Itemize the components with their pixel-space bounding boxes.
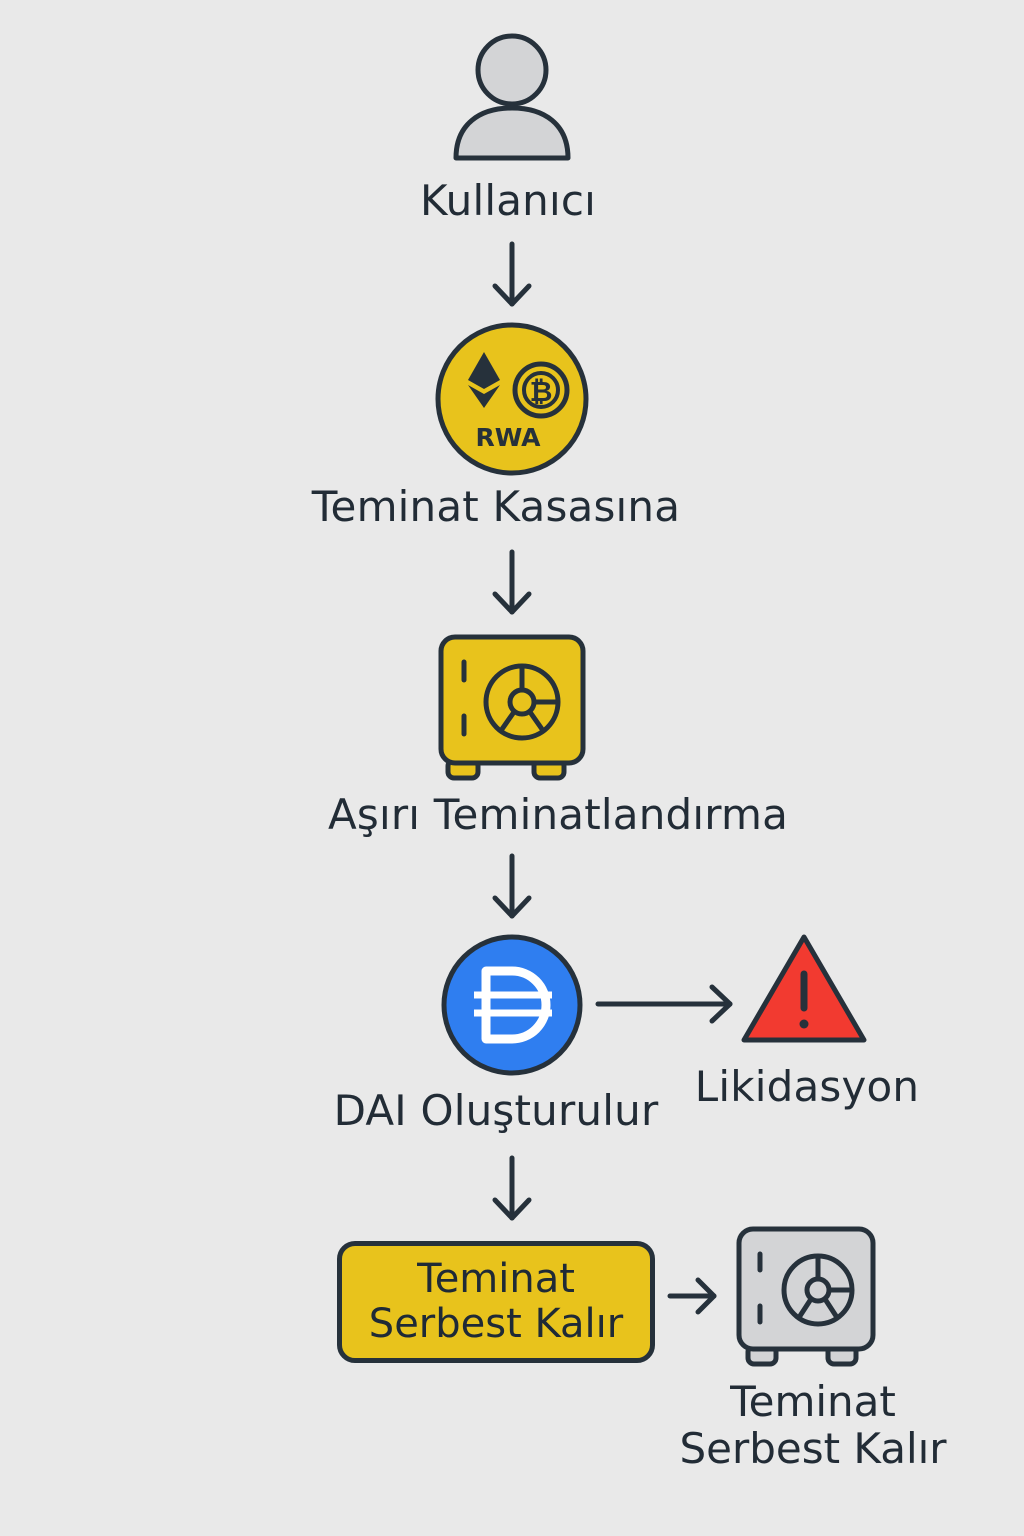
crypto-coins-icon: ₿ RWA bbox=[435, 322, 589, 476]
dai-label: DAI Oluşturulur bbox=[333, 1086, 659, 1135]
arrow-right-icon bbox=[595, 984, 733, 1024]
vault-icon bbox=[438, 634, 586, 781]
svg-text:₿: ₿ bbox=[530, 375, 553, 408]
warning-icon bbox=[741, 934, 867, 1043]
arrow-right-icon bbox=[667, 1277, 717, 1315]
rwa-badge: RWA bbox=[475, 423, 541, 452]
released-vault-line2: Serbest Kalır bbox=[679, 1424, 947, 1474]
collateral-label: Teminat Kasasına bbox=[311, 482, 681, 531]
release-box-line1: Teminat bbox=[417, 1256, 575, 1303]
arrow-down-icon bbox=[492, 853, 532, 919]
released-vault-line1: Teminat bbox=[730, 1377, 896, 1426]
liquidation-label: Likidasyon bbox=[694, 1062, 920, 1111]
release-box-line2: Serbest Kalır bbox=[368, 1301, 624, 1347]
released-vault-label: Teminat Serbest Kalır bbox=[679, 1378, 946, 1472]
user-icon bbox=[453, 33, 571, 161]
collateral-released-box: Teminat Serbest Kalır bbox=[337, 1241, 655, 1363]
dai-icon bbox=[441, 934, 583, 1076]
arrow-down-icon bbox=[492, 241, 532, 307]
arrow-down-icon bbox=[492, 549, 532, 615]
vault-icon bbox=[736, 1226, 876, 1367]
arrow-down-icon bbox=[492, 1155, 532, 1221]
overcollateral-label: Aşırı Teminatlandırma bbox=[327, 790, 789, 839]
user-label: Kullanıcı bbox=[420, 176, 596, 225]
